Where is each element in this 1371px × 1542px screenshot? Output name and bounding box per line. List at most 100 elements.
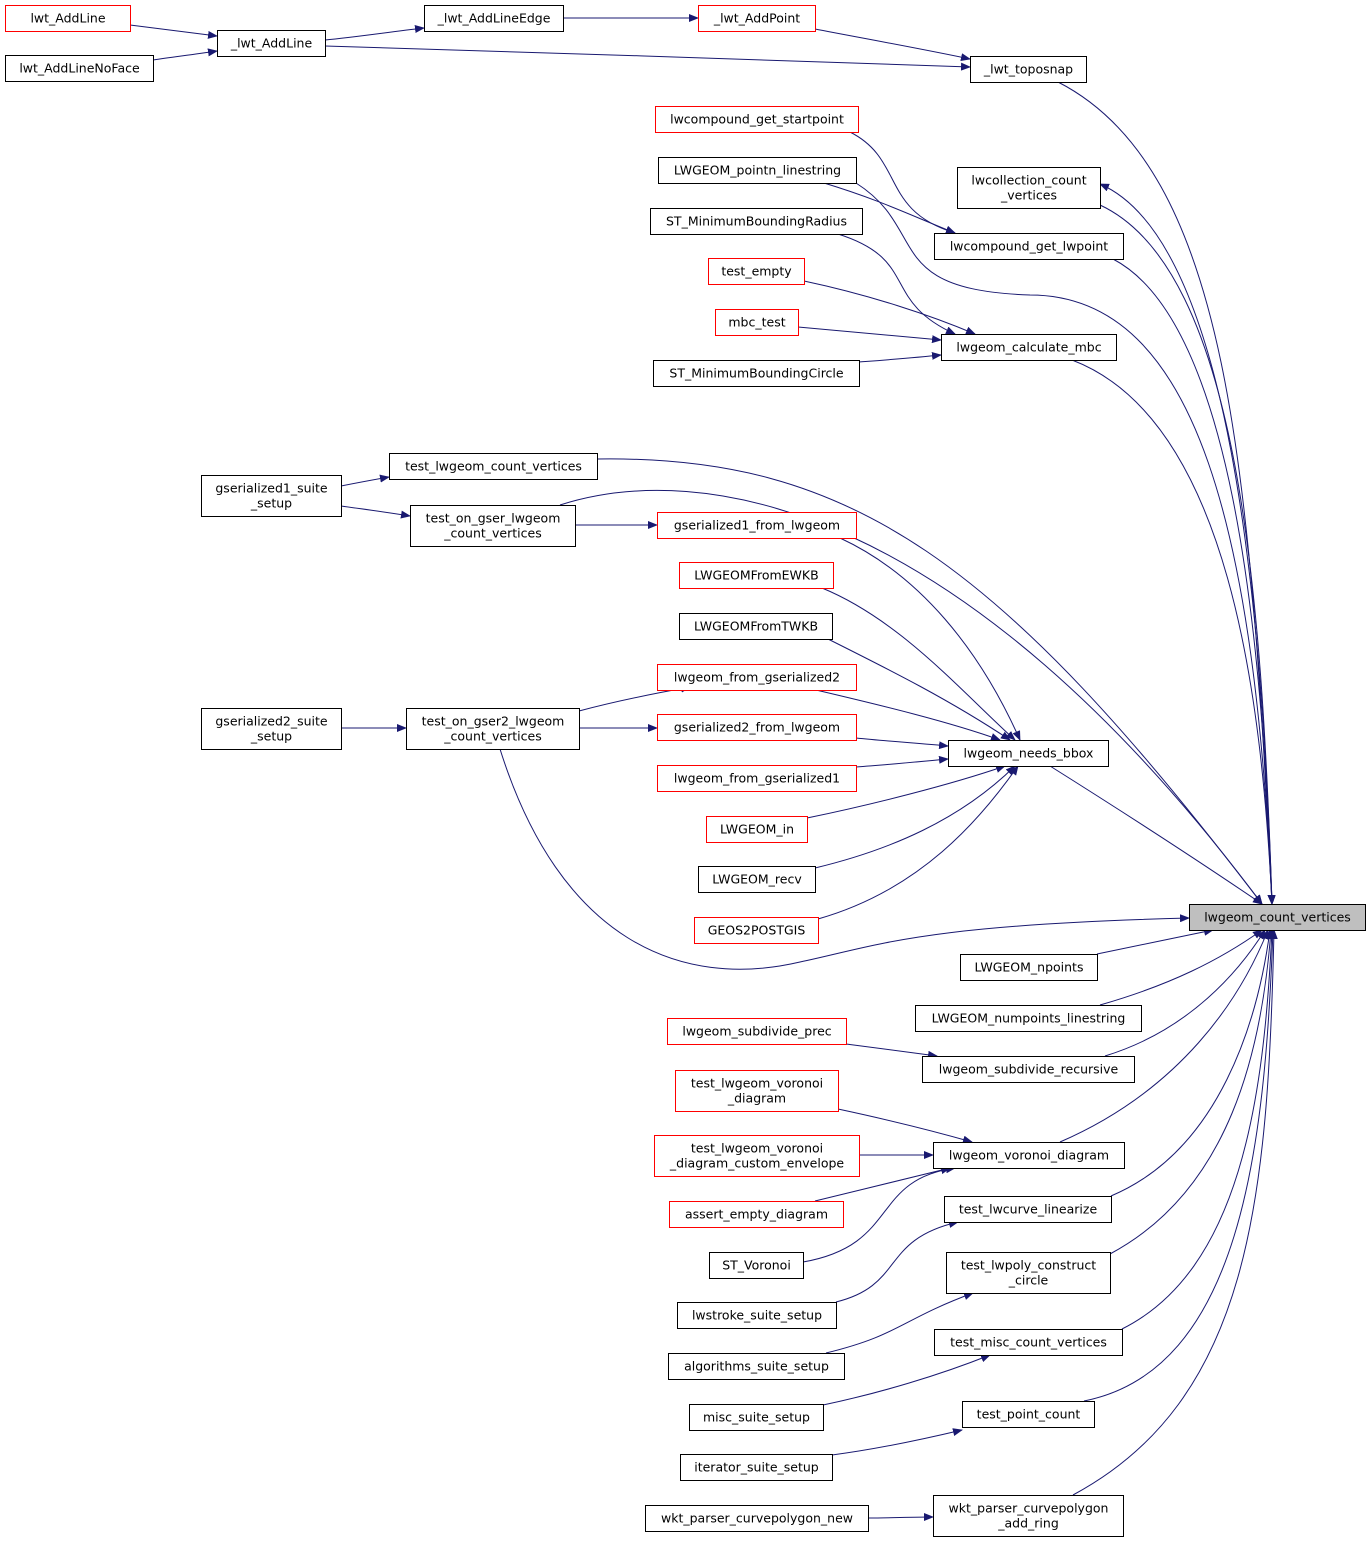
edge-_lwt_AddLine-to-_lwt_toposnap <box>324 45 971 71</box>
edge-gserialized1_suite_setup-to-test_on_gser_lwgeom_count_vertices <box>340 505 411 519</box>
node-lwgeom_subdivide_recursive[interactable]: lwgeom_subdivide_recursive <box>922 1056 1135 1083</box>
node-box <box>946 1252 1111 1294</box>
edge-gserialized1_from_lwgeom-to-lwgeom_needs_bbox <box>839 537 1021 741</box>
node-iterator_suite_setup[interactable]: iterator_suite_setup <box>680 1454 833 1481</box>
edge-lwstroke_suite_setup-to-test_lwcurve_linearize <box>835 1220 959 1303</box>
node-box <box>1189 904 1366 931</box>
edge-lwcollection_count_vertices-to-lwgeom_count_vertices <box>1099 204 1276 905</box>
node-label: _add_ring <box>997 1516 1059 1531</box>
node-label: LWGEOM_npoints <box>975 960 1084 975</box>
node-wkt_parser_curvepolygon_add_ring[interactable]: wkt_parser_curvepolygon_add_ring <box>933 1495 1124 1537</box>
node-gserialized2_suite_setup[interactable]: gserialized2_suite_setup <box>201 708 342 750</box>
node-label: test_lwgeom_voronoi <box>691 1076 823 1091</box>
node-label: lwgeom_count_vertices <box>1204 910 1351 925</box>
node-LWGEOM_pointn_linestring[interactable]: LWGEOM_pointn_linestring <box>658 157 857 184</box>
node-test_on_gser2_lwgeom_count_vertices[interactable]: test_on_gser2_lwgeom_count_vertices <box>406 708 580 750</box>
node-lwgeom_voronoi_diagram[interactable]: lwgeom_voronoi_diagram <box>933 1142 1125 1169</box>
node-label: GEOS2POSTGIS <box>708 923 806 938</box>
node-mbc_test[interactable]: mbc_test <box>715 309 799 336</box>
node-_lwt_AddLineEdge[interactable]: _lwt_AddLineEdge <box>424 5 564 32</box>
node-label: LWGEOM_in <box>720 822 794 837</box>
node-label: _lwt_AddPoint <box>713 11 800 26</box>
node-lwcompound_get_startpoint[interactable]: lwcompound_get_startpoint <box>655 106 859 133</box>
node-test_point_count[interactable]: test_point_count <box>962 1401 1095 1428</box>
edge-wkt_parser_curvepolygon_add_ring-to-lwgeom_count_vertices <box>1072 929 1278 1496</box>
node-ST_MinimumBoundingRadius[interactable]: ST_MinimumBoundingRadius <box>650 208 863 235</box>
node-test_lwpoly_construct_circle[interactable]: test_lwpoly_construct_circle <box>946 1252 1111 1294</box>
node-test_lwgeom_voronoi_diagram_custom_envelope[interactable]: test_lwgeom_voronoi_diagram_custom_envel… <box>654 1135 860 1177</box>
node-ST_MinimumBoundingCircle[interactable]: ST_MinimumBoundingCircle <box>653 360 860 387</box>
node-box <box>654 1135 860 1177</box>
node-gserialized1_suite_setup[interactable]: gserialized1_suite_setup <box>201 475 342 517</box>
node-lwgeom_needs_bbox[interactable]: lwgeom_needs_bbox <box>948 740 1109 767</box>
node-misc_suite_setup[interactable]: misc_suite_setup <box>689 1404 824 1431</box>
node-label: algorithms_suite_setup <box>684 1359 829 1374</box>
node-lwcompound_get_lwpoint[interactable]: lwcompound_get_lwpoint <box>934 233 1124 260</box>
node-label: test_lwgeom_voronoi <box>691 1141 823 1156</box>
edge-test_lwcurve_linearize-to-lwgeom_count_vertices <box>1110 929 1273 1197</box>
node-test_misc_count_vertices[interactable]: test_misc_count_vertices <box>934 1329 1123 1356</box>
node-box <box>650 208 863 235</box>
node-algorithms_suite_setup[interactable]: algorithms_suite_setup <box>668 1353 845 1380</box>
node-box <box>679 613 833 640</box>
node-label: LWGEOMFromEWKB <box>694 568 818 583</box>
edge-_lwt_AddLine-to-_lwt_AddLineEdge <box>324 25 425 41</box>
edge-test_misc_count_vertices-to-lwgeom_count_vertices <box>1121 929 1276 1330</box>
node-box <box>657 664 857 691</box>
node-box <box>389 453 598 480</box>
node-label: lwgeom_subdivide_prec <box>682 1024 831 1039</box>
node-label: ST_MinimumBoundingRadius <box>666 214 847 229</box>
node-lwgeom_from_gserialized1[interactable]: lwgeom_from_gserialized1 <box>657 765 857 792</box>
node-LWGEOM_npoints[interactable]: LWGEOM_npoints <box>960 954 1098 981</box>
node-gserialized1_from_lwgeom[interactable]: gserialized1_from_lwgeom <box>657 512 857 539</box>
node-label: wkt_parser_curvepolygon <box>949 1501 1109 1516</box>
node-label: ST_Voronoi <box>722 1258 791 1273</box>
node-assert_empty_diagram[interactable]: assert_empty_diagram <box>669 1201 844 1228</box>
node-LWGEOM_numpoints_linestring[interactable]: LWGEOM_numpoints_linestring <box>915 1005 1142 1032</box>
node-label: _setup <box>250 729 292 744</box>
node-test_lwgeom_count_vertices[interactable]: test_lwgeom_count_vertices <box>389 453 598 480</box>
node-box <box>668 1353 845 1380</box>
node-lwcollection_count_vertices[interactable]: lwcollection_count_vertices <box>957 167 1101 209</box>
node-box <box>694 917 819 944</box>
edge-LWGEOM_recv-to-lwgeom_needs_bbox <box>814 765 1016 869</box>
node-label: _diagram <box>727 1091 786 1106</box>
node-test_lwgeom_voronoi_diagram[interactable]: test_lwgeom_voronoi_diagram <box>675 1070 839 1112</box>
node-label: test_empty <box>721 264 792 279</box>
node-LWGEOM_recv[interactable]: LWGEOM_recv <box>698 866 816 893</box>
node-layer: lwt_AddLine lwt_AddLineNoFace _lwt_AddLine… <box>5 5 1366 1537</box>
node-box <box>217 30 326 57</box>
node-lwt_AddLine[interactable]: lwt_AddLine <box>5 5 131 32</box>
node-ST_Voronoi[interactable]: ST_Voronoi <box>709 1252 804 1279</box>
edge-_lwt_AddPoint-to-_lwt_toposnap <box>814 28 971 62</box>
node-test_on_gser_lwgeom_count_vertices[interactable]: test_on_gser_lwgeom_count_vertices <box>410 505 576 547</box>
node-_lwt_AddPoint[interactable]: _lwt_AddPoint <box>698 5 816 32</box>
node-wkt_parser_curvepolygon_new[interactable]: wkt_parser_curvepolygon_new <box>645 1505 869 1532</box>
node-_lwt_toposnap[interactable]: _lwt_toposnap <box>970 56 1087 83</box>
node-lwgeom_count_vertices[interactable]: lwgeom_count_vertices <box>1189 904 1366 931</box>
node-lwstroke_suite_setup[interactable]: lwstroke_suite_setup <box>677 1302 837 1329</box>
node-lwgeom_from_gserialized2[interactable]: lwgeom_from_gserialized2 <box>657 664 857 691</box>
node-lwt_AddLineNoFace[interactable]: lwt_AddLineNoFace <box>5 55 154 82</box>
node-label: LWGEOMFromTWKB <box>694 619 818 634</box>
node-GEOS2POSTGIS[interactable]: GEOS2POSTGIS <box>694 917 819 944</box>
node-_lwt_AddLine[interactable]: _lwt_AddLine <box>217 30 326 57</box>
edge-LWGEOM_pointn_linestring-to-lwcompound_get_lwpoint <box>823 182 956 234</box>
node-label: _count_vertices <box>443 729 541 744</box>
node-LWGEOM_in[interactable]: LWGEOM_in <box>706 816 808 843</box>
node-box <box>669 1201 844 1228</box>
node-test_empty[interactable]: test_empty <box>708 258 805 285</box>
node-label: LWGEOM_numpoints_linestring <box>932 1011 1126 1026</box>
node-lwgeom_subdivide_prec[interactable]: lwgeom_subdivide_prec <box>667 1018 847 1045</box>
node-box <box>645 1505 869 1532</box>
node-LWGEOMFromTWKB[interactable]: LWGEOMFromTWKB <box>679 613 833 640</box>
node-LWGEOMFromEWKB[interactable]: LWGEOMFromEWKB <box>679 562 834 589</box>
node-box <box>922 1056 1135 1083</box>
edge-lwcompound_get_lwpoint-to-lwgeom_count_vertices <box>1112 258 1276 905</box>
node-label: gserialized2_suite <box>215 714 328 729</box>
node-gserialized2_from_lwgeom[interactable]: gserialized2_from_lwgeom <box>657 714 857 741</box>
node-test_lwcurve_linearize[interactable]: test_lwcurve_linearize <box>944 1196 1112 1223</box>
node-box <box>962 1401 1095 1428</box>
node-lwgeom_calculate_mbc[interactable]: lwgeom_calculate_mbc <box>941 334 1117 361</box>
node-box <box>658 157 857 184</box>
